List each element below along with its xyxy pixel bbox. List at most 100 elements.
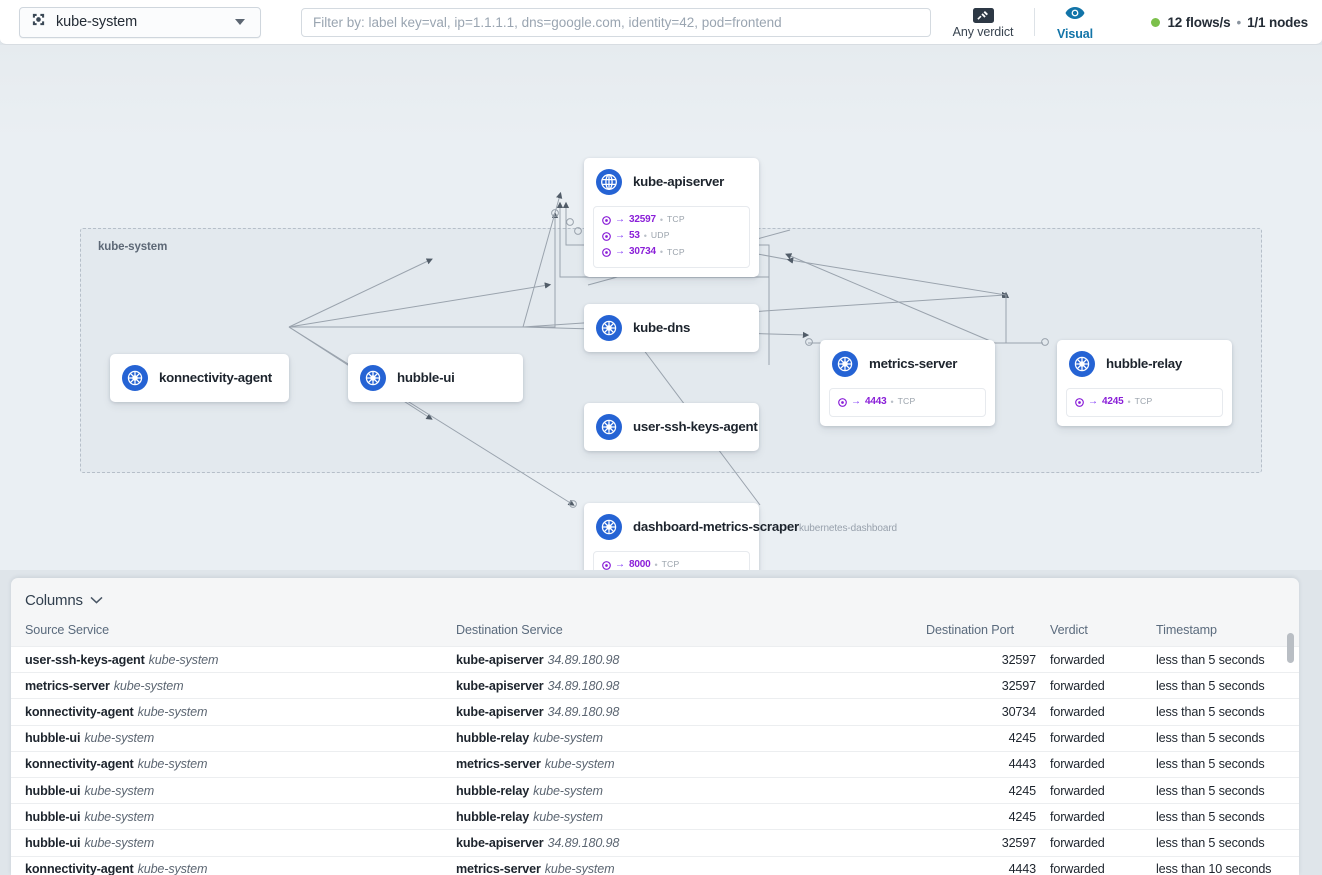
source-service-name: hubble-ui [25,835,81,850]
cell-verdict: forwarded [1036,698,1156,726]
service-card-title: kube-dns [633,320,691,335]
cell-verdict: forwarded [1036,829,1156,856]
service-card-titles: kube-dns [633,319,690,337]
port-row[interactable]: →8000•TCP [602,557,741,570]
column-header-destination-service[interactable]: Destination Service [456,619,926,647]
cell-timestamp: less than 10 seconds [1156,855,1299,875]
service-card-metrics-server[interactable]: metrics-server →4443•TCP [820,340,995,427]
service-card-konnectivity-agent[interactable]: konnectivity-agent [110,354,289,402]
column-header-source-service[interactable]: Source Service [11,619,456,647]
toolbar-divider [1034,8,1035,36]
verdict-filter-button[interactable]: Any verdict [944,4,1022,42]
port-row[interactable]: →53•UDP [602,228,741,244]
service-card-titles: kube-apiserver [633,173,724,191]
port-number: 8000 [629,559,651,570]
destination-service-namespace: kube-system [533,783,603,798]
port-number: 30734 [629,246,656,258]
cell-verdict: forwarded [1036,724,1156,752]
service-card-titles: hubble-ui [397,369,455,387]
column-header-destination-port[interactable]: Destination Port [926,619,1036,647]
destination-service-name: hubble-relay [456,731,530,746]
arrow-right-icon: → [615,230,625,242]
kubernetes-icon [832,351,858,377]
arrow-right-icon: → [1088,396,1098,407]
cell-destination-port: 4443 [926,855,1036,875]
port-row[interactable]: →30734•TCP [602,244,741,260]
source-service-name: konnectivity-agent [25,757,134,772]
port-number: 53 [629,230,640,242]
cell-timestamp: less than 5 seconds [1156,829,1299,856]
destination-service-namespace: 34.89.180.98 [547,678,620,693]
column-header-verdict[interactable]: Verdict [1036,619,1156,647]
port-protocol: TCP [1134,396,1153,407]
cell-timestamp: less than 5 seconds [1156,803,1299,830]
globe-icon [596,169,622,195]
service-card-user-ssh-keys-agent[interactable]: user-ssh-keys-agent [584,403,759,451]
destination-service-name: hubble-relay [456,809,530,824]
gavel-icon [972,7,994,23]
columns-button[interactable]: Columns [11,578,1299,619]
port-row[interactable]: →4245•TCP [1075,394,1214,410]
kubernetes-icon [596,414,622,440]
port-row[interactable]: →4443•TCP [838,394,977,410]
filter-input[interactable] [301,8,931,37]
port-row[interactable]: →32597•TCP [602,212,741,228]
destination-service-namespace: 34.89.180.98 [547,835,620,850]
port-protocol: TCP [666,214,685,225]
top-toolbar: kube-system Any verdict Visual [0,0,1322,45]
source-service-namespace: kube-system [137,757,208,772]
destination-service-namespace: kube-system [544,862,615,875]
destination-service-namespace: kube-system [533,809,603,824]
visual-mode-button[interactable]: Visual [1047,4,1103,42]
cell-destination-port: 30734 [926,698,1036,726]
service-map-canvas[interactable]: kube-system [0,45,1322,570]
service-card-hubble-relay[interactable]: hubble-relay→4245•TCP [1057,340,1232,427]
namespace-selector[interactable]: kube-system [19,6,261,38]
cell-verdict: forwarded [1036,776,1156,804]
service-card-header: kube-apiserver [584,158,759,206]
flows-table-scrollbar-thumb[interactable] [1287,633,1294,663]
destination-service-namespace: kube-system [533,731,603,746]
column-header-timestamp[interactable]: Timestamp [1156,619,1299,647]
flows-table-scrollbar[interactable] [1287,633,1294,865]
service-card-titles: metrics-server [869,355,957,373]
cell-verdict: forwarded [1036,803,1156,830]
source-service-name: konnectivity-agent [25,704,134,719]
destination-service-name: hubble-relay [456,783,530,798]
destination-service-name: kube-apiserver [456,704,544,719]
source-service-namespace: kube-system [84,783,155,798]
service-card-kube-apiserver[interactable]: kube-apiserver→32597•TCP→53•UDP→30734•TC… [584,158,759,277]
service-card-titles: dashboard-metrics-scraperkubernetes-dash… [633,518,897,536]
port-protocol: TCP [661,559,680,570]
service-card-dashboard-metrics-scraper[interactable]: dashboard-metrics-scraperkubernetes-dash… [584,503,897,570]
kubernetes-icon [122,365,148,391]
source-service-name: konnectivity-agent [25,862,134,875]
source-service-namespace: kube-system [137,862,208,875]
namespace-selector-label: kube-system [56,14,138,30]
service-card-title: user-ssh-keys-agent [633,419,758,434]
service-card-hubble-ui[interactable]: hubble-ui [348,354,523,402]
port-target-icon [838,397,847,407]
service-card-kube-dns[interactable]: kube-dns [584,304,759,352]
port-target-icon [602,248,611,257]
port-separator: • [659,247,663,258]
